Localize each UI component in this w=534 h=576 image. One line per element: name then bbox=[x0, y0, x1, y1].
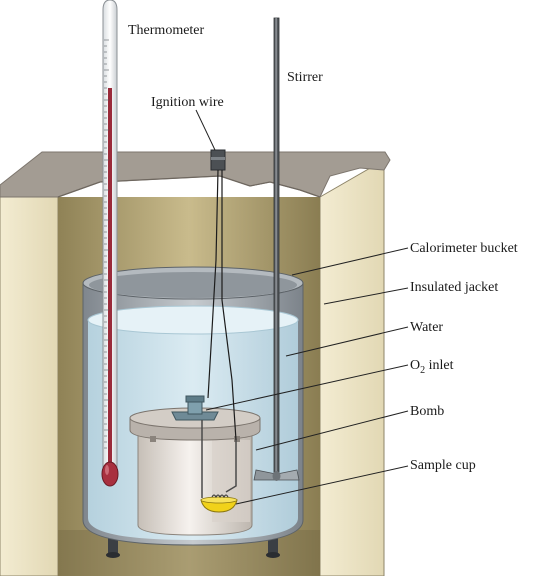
thermometer-mercury bbox=[108, 88, 112, 470]
thermometer-bulb-glint bbox=[105, 465, 109, 475]
label-sample-cup: Sample cup bbox=[410, 458, 476, 473]
o2-inlet-cap bbox=[185, 395, 205, 403]
leader-water bbox=[285, 326, 409, 357]
jacket-left-face bbox=[0, 196, 59, 576]
label-thermometer: Thermometer bbox=[128, 23, 205, 38]
label-insulated-jacket: Insulated jacket bbox=[410, 280, 498, 295]
ignition-wire-line bbox=[207, 169, 219, 399]
o2-inlet-valve bbox=[171, 411, 219, 421]
bucket-rim-inner bbox=[89, 272, 297, 298]
stirrer bbox=[253, 17, 300, 481]
stirrer-shaft-highlight bbox=[275, 18, 277, 473]
label-o2-inlet-main: O bbox=[410, 358, 420, 373]
thermometer-scale bbox=[104, 39, 109, 449]
leader-calorimeter-bucket bbox=[291, 247, 409, 276]
thermometer bbox=[101, 0, 119, 487]
bomb-screw bbox=[234, 436, 240, 442]
sample-cup-rim bbox=[200, 496, 238, 504]
bucket-leg bbox=[268, 538, 278, 554]
label-o2-inlet: O2 inlet bbox=[410, 358, 454, 376]
thermometer-bulb bbox=[101, 461, 119, 487]
leader-sample-cup bbox=[235, 465, 409, 505]
leader-insulated-jacket bbox=[323, 287, 409, 305]
leader-o2-inlet bbox=[205, 364, 409, 411]
jacket-right-face bbox=[319, 159, 385, 576]
leader-bomb bbox=[255, 410, 409, 451]
label-ignition-wire: Ignition wire bbox=[151, 95, 224, 110]
labels: Thermometer Stirrer Ignition wire Calori… bbox=[128, 23, 518, 473]
label-bomb: Bomb bbox=[410, 404, 444, 419]
label-stirrer: Stirrer bbox=[287, 70, 323, 85]
bucket-leg bbox=[108, 538, 118, 554]
stirrer-hub bbox=[272, 471, 281, 481]
fuse-coil bbox=[211, 494, 229, 499]
ignition-wire-connector-band bbox=[211, 157, 225, 160]
label-o2-inlet-sub: 2 bbox=[420, 365, 425, 376]
bucket-leg-foot bbox=[266, 552, 280, 558]
ignition-wire-line bbox=[221, 170, 237, 441]
bomb-screw bbox=[150, 436, 156, 442]
bucket-leg-foot bbox=[106, 552, 120, 558]
electrode-rod bbox=[225, 440, 237, 493]
label-water: Water bbox=[410, 320, 443, 335]
water-surface bbox=[87, 305, 299, 335]
label-calorimeter-bucket: Calorimeter bucket bbox=[410, 241, 518, 256]
label-o2-inlet-rest: inlet bbox=[425, 358, 453, 373]
leader-lines bbox=[195, 109, 409, 505]
ignition-wire bbox=[207, 149, 237, 441]
bomb bbox=[129, 395, 261, 536]
leader-ignition-wire bbox=[195, 109, 216, 151]
